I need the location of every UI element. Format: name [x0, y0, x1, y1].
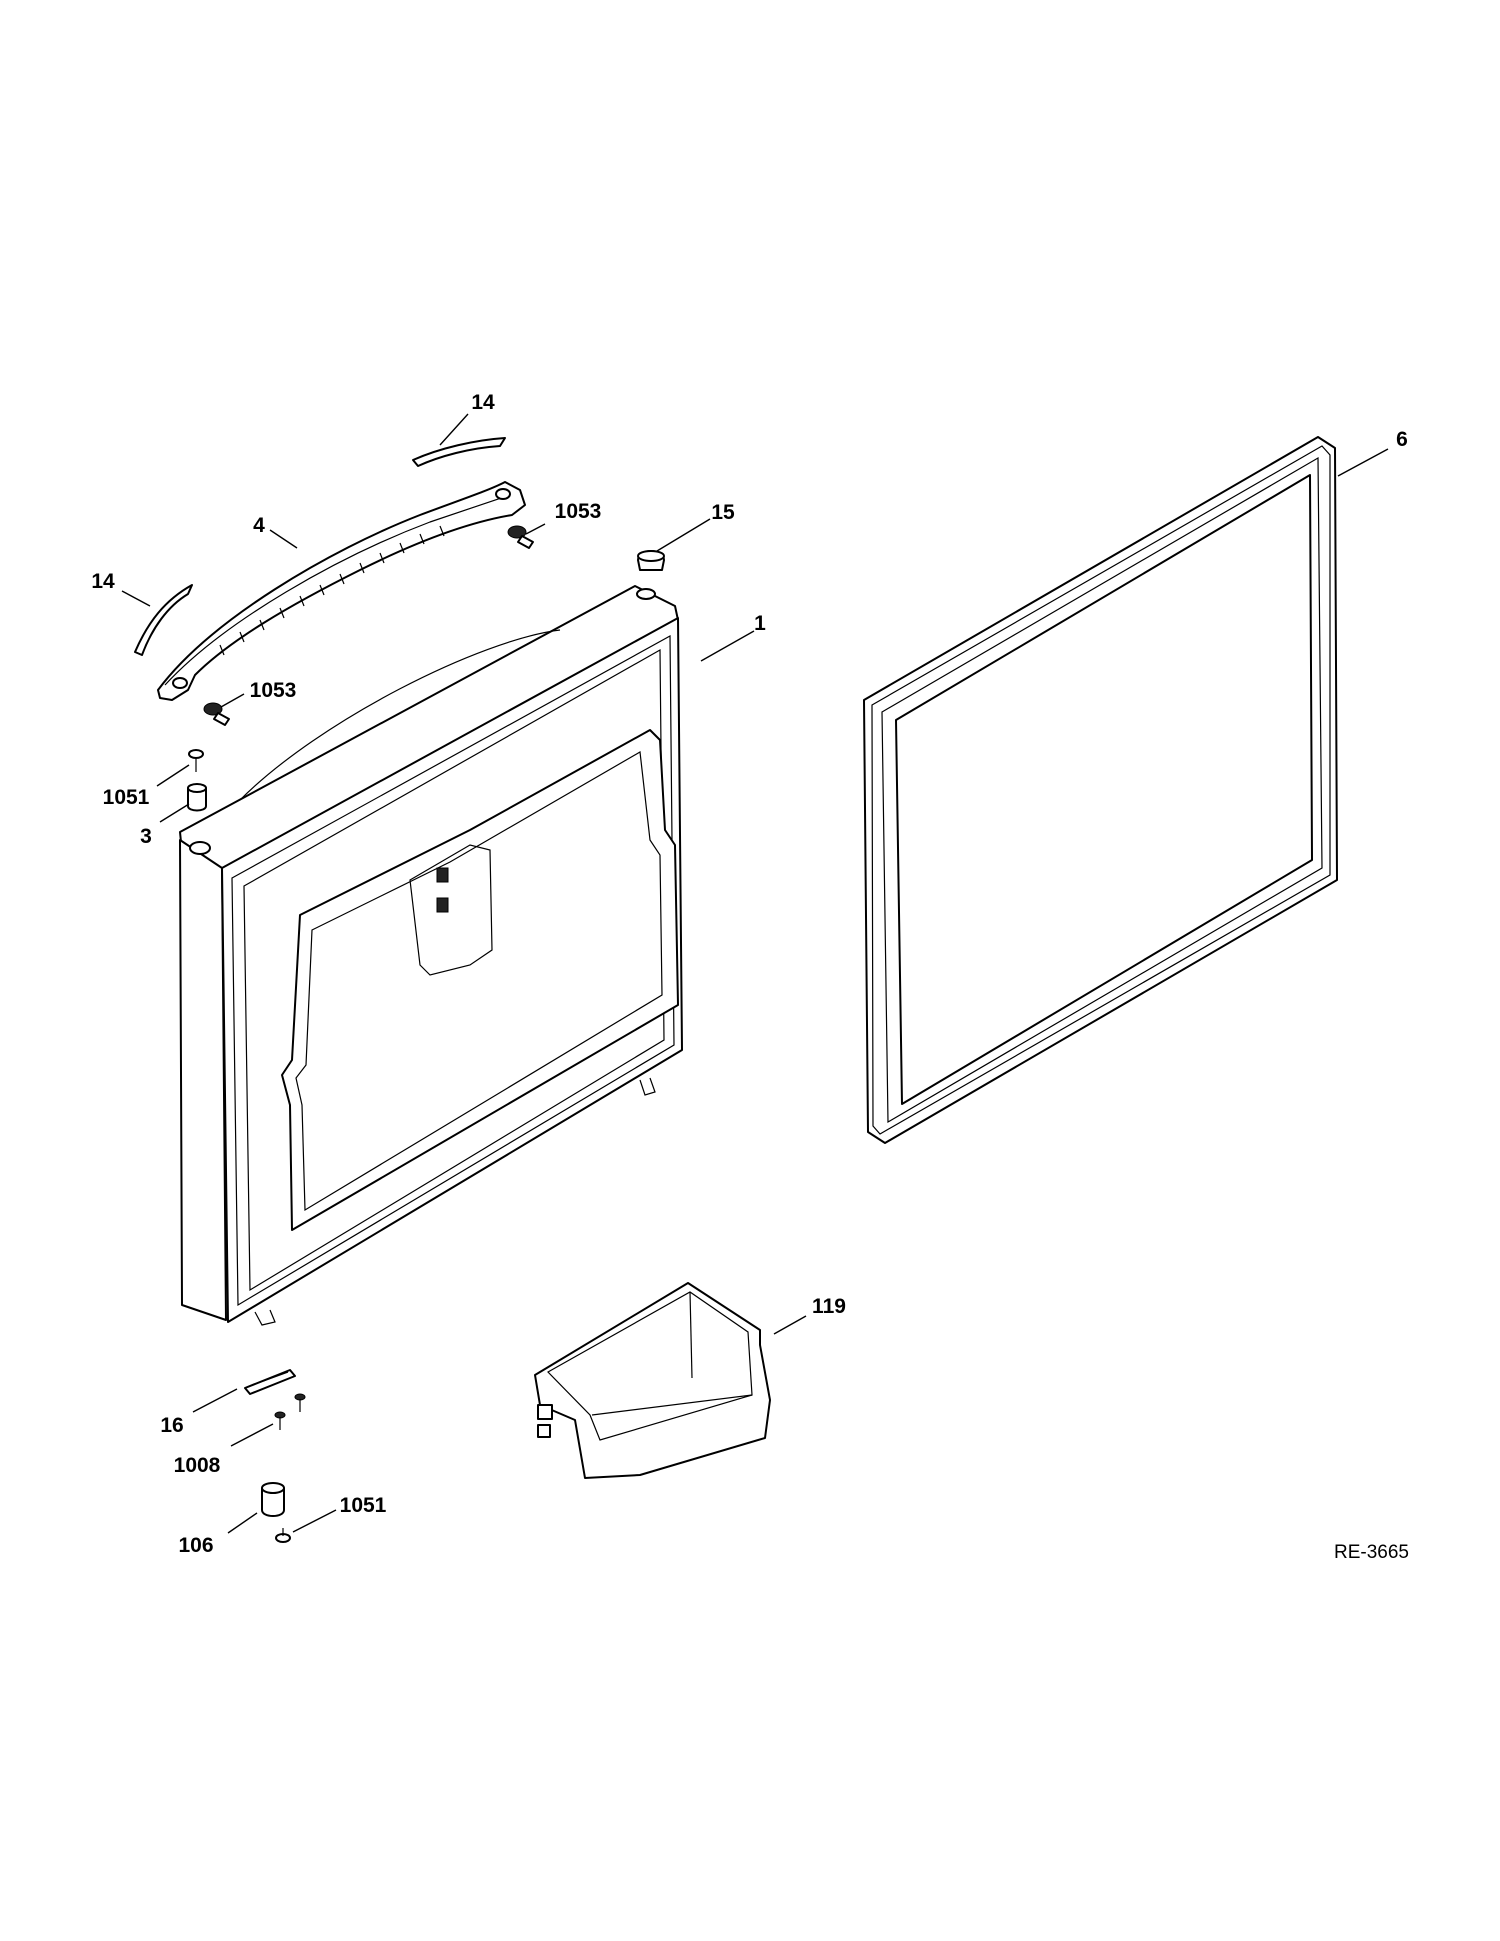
- stop: [244, 1369, 296, 1395]
- screw-1053-top: [507, 525, 534, 549]
- callout-screw-hinge-bottom: 1051: [340, 1494, 387, 1517]
- handle: [157, 481, 526, 701]
- callout-screw-left: 1053: [250, 679, 297, 702]
- screw-1051-bottom: [275, 1528, 291, 1543]
- callout-handle-cap-left: 14: [91, 570, 115, 593]
- callout-screw-top: 1053: [555, 500, 602, 523]
- screw-1051-top: [188, 749, 204, 772]
- callout-handle: 4: [253, 514, 265, 537]
- handle-cap-left: [134, 584, 193, 656]
- bushing-top: [187, 783, 207, 812]
- callout-door-assembly: 1: [754, 612, 766, 635]
- callout-screw-hinge-top: 1051: [103, 786, 150, 809]
- leader-lines: [121, 413, 1389, 1534]
- screw-1008: [274, 1393, 306, 1430]
- plug: [637, 550, 665, 571]
- diagram-reference-code: RE-3665: [1334, 1542, 1409, 1563]
- callout-door-gasket: 6: [1396, 428, 1408, 451]
- handle-grip-ridges: [219, 525, 445, 656]
- callout-door-bin: 119: [812, 1295, 846, 1318]
- callout-bushing-top: 3: [140, 825, 152, 848]
- callout-handle-cap-top: 14: [471, 391, 495, 414]
- door-bin: [534, 1282, 771, 1479]
- handle-cap-top: [412, 437, 506, 467]
- callout-bushing-bottom: 106: [178, 1534, 213, 1557]
- callout-screw-stop: 1008: [174, 1454, 221, 1477]
- bushing-bottom: [261, 1482, 285, 1517]
- screw-1053-left: [203, 702, 230, 726]
- door-assembly: [179, 585, 683, 1326]
- callout-stop: 16: [160, 1414, 183, 1437]
- callout-plug: 15: [711, 501, 735, 524]
- door-gasket: [863, 436, 1338, 1144]
